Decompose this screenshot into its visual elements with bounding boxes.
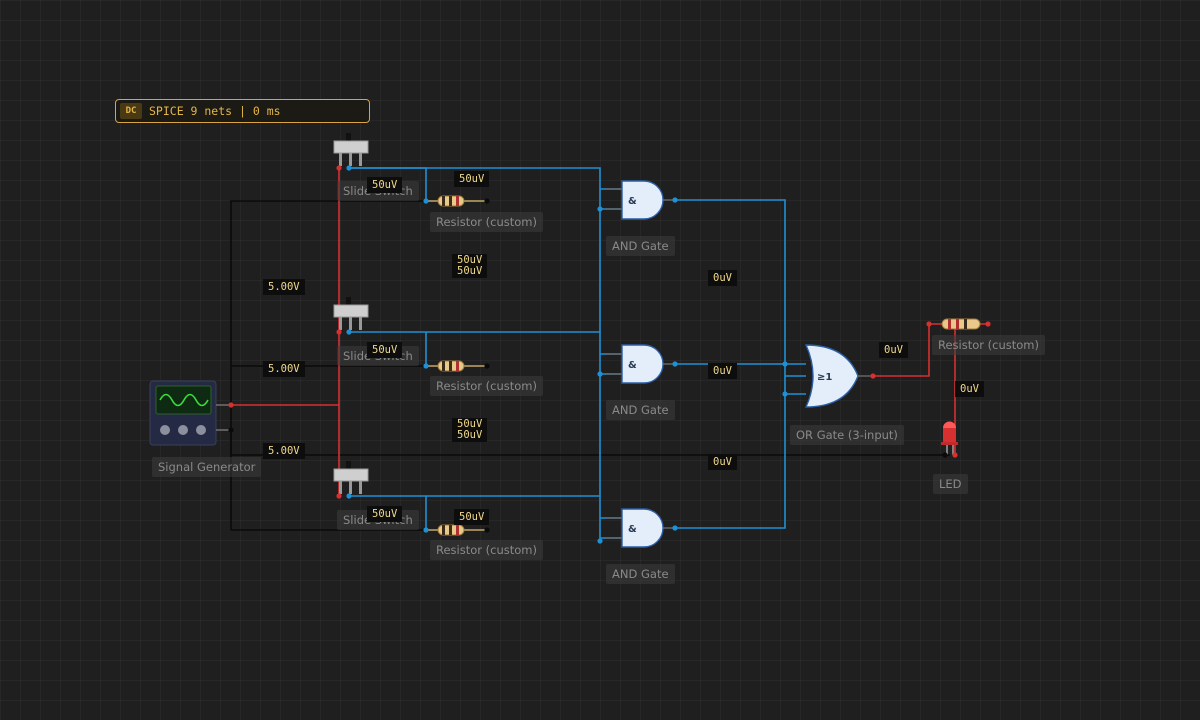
supply-wires[interactable]	[231, 168, 988, 494]
voltage-label: 50uV	[367, 342, 403, 358]
voltage-label: 50uV	[454, 509, 490, 525]
simulation-status[interactable]: DC SPICE 9 nets | 0 ms	[115, 99, 370, 123]
label-and-mid: AND Gate	[606, 400, 675, 420]
label-and-bot: AND Gate	[606, 564, 675, 584]
voltage-label: 50uV	[457, 418, 483, 430]
voltage-label: 50uV	[454, 171, 490, 187]
voltage-label: 50uV	[457, 265, 483, 277]
slide-switch-bot[interactable]	[333, 461, 369, 494]
label-and-top: AND Gate	[606, 236, 675, 256]
voltage-label: 5.00V	[263, 279, 305, 295]
voltage-label: 0uV	[708, 270, 737, 286]
voltage-label: 5.00V	[263, 361, 305, 377]
label-resistor-out: Resistor (custom)	[932, 335, 1045, 355]
voltage-label: 0uV	[708, 363, 737, 379]
voltage-label: 50uV	[457, 429, 483, 441]
resistor-mid[interactable]	[426, 360, 487, 372]
resistor-out[interactable]	[941, 318, 981, 330]
dc-mode-badge: DC	[120, 103, 142, 119]
sine-wave-icon	[159, 393, 209, 407]
and-symbol: &	[628, 360, 637, 371]
and-symbol: &	[628, 524, 637, 535]
label-signal-generator: Signal Generator	[152, 457, 262, 477]
and-gate-mid[interactable]: &	[621, 344, 675, 384]
voltage-label: 5.00V	[263, 443, 305, 459]
and-symbol: &	[628, 196, 637, 207]
signal-generator[interactable]	[149, 380, 231, 446]
voltage-label: 0uV	[955, 381, 984, 397]
knob-2[interactable]	[178, 425, 188, 435]
or-symbol: ≥1	[817, 372, 832, 383]
label-or-gate: OR Gate (3-input)	[790, 425, 904, 445]
voltage-label-stack: 50uV 50uV	[452, 254, 488, 278]
led[interactable]	[941, 421, 958, 456]
knob-3[interactable]	[196, 425, 206, 435]
resistor-bot[interactable]	[426, 524, 487, 536]
voltage-label: 50uV	[367, 177, 403, 193]
or-gate[interactable]: ≥1	[804, 344, 873, 408]
simulation-status-text: SPICE 9 nets | 0 ms	[149, 104, 281, 118]
voltage-label-stack: 50uV 50uV	[452, 418, 488, 442]
junction-nodes	[228, 165, 991, 544]
and-gate-bot[interactable]: &	[621, 508, 675, 548]
and-gate-top[interactable]: &	[621, 180, 675, 220]
label-resistor-mid: Resistor (custom)	[430, 376, 543, 396]
label-led: LED	[933, 474, 968, 494]
label-resistor-bot: Resistor (custom)	[430, 540, 543, 560]
slide-switch-mid[interactable]	[333, 297, 369, 330]
voltage-label: 0uV	[879, 342, 908, 358]
gate-pins	[606, 188, 622, 539]
knob-1[interactable]	[160, 425, 170, 435]
slide-switch-top[interactable]	[333, 133, 369, 166]
voltage-label: 50uV	[367, 506, 403, 522]
voltage-label: 50uV	[457, 254, 483, 266]
label-resistor-top: Resistor (custom)	[430, 212, 543, 232]
voltage-label: 0uV	[708, 454, 737, 470]
resistor-top[interactable]	[426, 195, 487, 207]
